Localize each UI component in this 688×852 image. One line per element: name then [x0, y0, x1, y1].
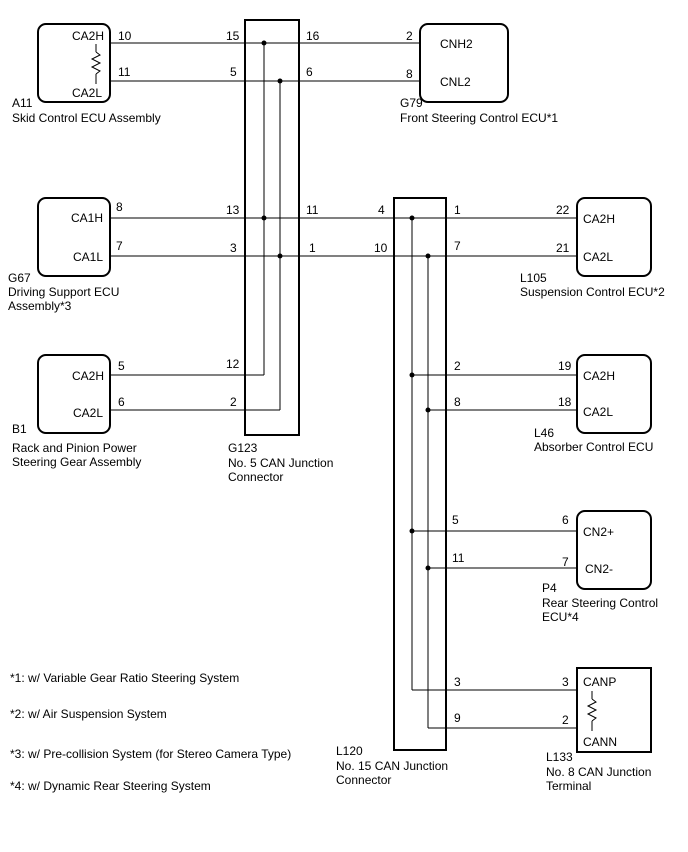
l105-code: L105: [520, 271, 547, 285]
pin-number: 2: [562, 713, 569, 727]
pin-number: 2: [454, 359, 461, 373]
pin-number: 7: [116, 239, 123, 253]
l120-name-line1: No. 15 CAN Junction: [336, 759, 448, 773]
footnote-3: *3: w/ Pre-collision System (for Stereo …: [10, 747, 291, 761]
footnote-2: *2: w/ Air Suspension System: [10, 707, 167, 721]
p4-pin-h: CN2+: [583, 525, 614, 539]
l105-pin-l: CA2L: [583, 250, 613, 264]
pin-number: 13: [226, 203, 240, 217]
l105-name: Suspension Control ECU*2: [520, 285, 665, 299]
l133-pin-l: CANN: [583, 735, 617, 749]
footnote-1: *1: w/ Variable Gear Ratio Steering Syst…: [10, 671, 239, 685]
g79-code: G79: [400, 96, 423, 110]
p4-name-line2: ECU*4: [542, 610, 579, 624]
pin-number: 10: [374, 241, 388, 255]
b1-name-line2: Steering Gear Assembly: [12, 455, 141, 469]
pin-number: 1: [309, 241, 316, 255]
pin-number: 22: [556, 203, 570, 217]
g79-name: Front Steering Control ECU*1: [400, 111, 558, 125]
g67-pin-l: CA1L: [73, 250, 103, 264]
pin-number: 10: [118, 29, 132, 43]
pin-number: 5: [452, 513, 459, 527]
g123-name-line1: No. 5 CAN Junction: [228, 456, 333, 470]
pin-number: 11: [452, 551, 465, 565]
ecu-box-a11: [37, 23, 111, 103]
l120-name-line2: Connector: [336, 773, 391, 787]
a11-name: Skid Control ECU Assembly: [12, 111, 161, 125]
pin-number: 3: [230, 241, 237, 255]
ecu-box-g79: [419, 23, 509, 103]
pin-number: 6: [306, 65, 313, 79]
l46-pin-l: CA2L: [583, 405, 613, 419]
pin-number: 3: [562, 675, 569, 689]
pin-number: 15: [226, 29, 240, 43]
junction-connector-l120: [393, 197, 447, 751]
pin-number: 19: [558, 359, 572, 373]
pin-number: 1: [454, 203, 461, 217]
l46-code: L46: [534, 426, 554, 440]
l120-code: L120: [336, 744, 363, 758]
pin-number: 5: [230, 65, 237, 79]
g123-code: G123: [228, 441, 258, 455]
splice-dots: [261, 40, 431, 571]
pin-number: 8: [406, 67, 413, 81]
pin-number: 8: [116, 200, 123, 214]
b1-name-line1: Rack and Pinion Power: [12, 441, 137, 455]
pin-number: 6: [118, 395, 125, 409]
terminal-box-l133: [576, 667, 652, 753]
junction-connector-g123: [244, 19, 300, 436]
pin-number: 2: [230, 395, 237, 409]
pin-number: 11: [306, 203, 319, 217]
footnote-4: *4: w/ Dynamic Rear Steering System: [10, 779, 211, 793]
b1-code: B1: [12, 422, 27, 436]
a11-pin-l: CA2L: [72, 86, 102, 100]
pin-number: 5: [118, 359, 125, 373]
p4-name-line1: Rear Steering Control: [542, 596, 658, 610]
ecu-box-p4: [576, 510, 652, 590]
resistor-a11: [90, 44, 102, 84]
pin-number: 4: [378, 203, 385, 217]
pin-number: 7: [454, 239, 461, 253]
pin-number: 8: [454, 395, 461, 409]
g67-name-line2: Assembly*3: [8, 299, 72, 313]
pin-number: 2: [406, 29, 413, 43]
pin-number: 12: [226, 357, 240, 371]
g67-pin-h: CA1H: [71, 211, 103, 225]
a11-code: A11: [12, 96, 33, 110]
b1-pin-h: CA2H: [72, 369, 104, 383]
pin-number: 9: [454, 711, 461, 725]
b1-pin-l: CA2L: [73, 406, 103, 420]
l133-name-line1: No. 8 CAN Junction: [546, 765, 651, 779]
g123-name-line2: Connector: [228, 470, 283, 484]
l133-pin-h: CANP: [583, 675, 616, 689]
pin-number: 18: [558, 395, 572, 409]
ecu-box-g67: [37, 197, 111, 277]
p4-code: P4: [542, 581, 557, 595]
g67-code: G67: [8, 271, 31, 285]
pin-number: 21: [556, 241, 570, 255]
l133-name-line2: Terminal: [546, 779, 591, 793]
g67-name-line1: Driving Support ECU: [8, 285, 119, 299]
l133-code: L133: [546, 750, 573, 764]
l46-name: Absorber Control ECU: [534, 440, 653, 454]
resistor-l133: [586, 691, 598, 731]
pin-number: 11: [118, 65, 131, 79]
l105-pin-h: CA2H: [583, 212, 615, 226]
a11-pin-h: CA2H: [72, 29, 104, 43]
ecu-box-l105: [576, 197, 652, 277]
ecu-box-l46: [576, 354, 652, 434]
pin-number: 7: [562, 555, 569, 569]
pin-number: 16: [306, 29, 320, 43]
junction-internal-wiring: [245, 42, 446, 729]
p4-pin-l: CN2-: [585, 562, 613, 576]
pin-number: 6: [562, 513, 569, 527]
pin-number: 3: [454, 675, 461, 689]
g79-pin-l: CNL2: [440, 75, 471, 89]
l46-pin-h: CA2H: [583, 369, 615, 383]
g79-pin-h: CNH2: [440, 37, 473, 51]
ecu-box-b1: [37, 354, 111, 434]
wires: [110, 42, 577, 729]
